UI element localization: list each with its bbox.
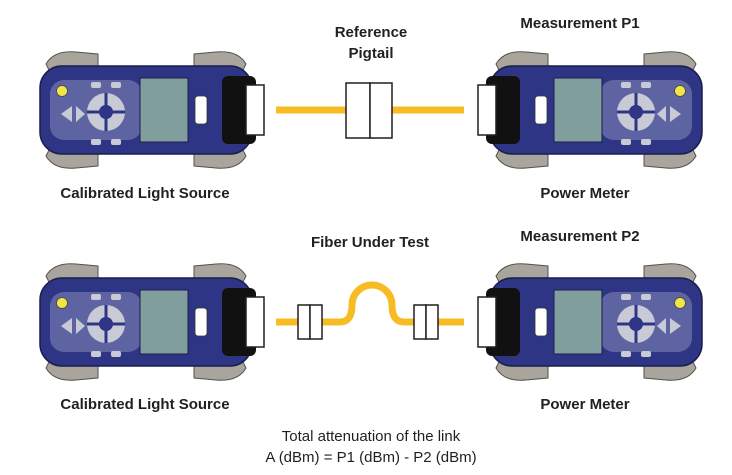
power-meter-bottom <box>476 262 704 382</box>
fiber-connector-right <box>413 304 439 340</box>
power-meter-top <box>476 50 704 170</box>
reference-pigtail-label-line1: Reference <box>334 24 408 41</box>
light-source-top <box>38 50 266 170</box>
power-meter-top-label: Power Meter <box>540 185 630 202</box>
pigtail-adapter <box>345 82 393 139</box>
formula-line2: A (dBm) = P1 (dBm) - P2 (dBm) <box>265 449 477 466</box>
measurement-p1-label: Measurement P1 <box>520 15 640 32</box>
light-source-top-label: Calibrated Light Source <box>60 185 230 202</box>
light-source-bottom <box>38 262 266 382</box>
power-meter-bottom-label: Power Meter <box>540 396 630 413</box>
fiber-under-test-label: Fiber Under Test <box>310 234 430 251</box>
reference-pigtail-label-line2: Pigtail <box>348 45 394 62</box>
fiber-connector-left <box>297 304 323 340</box>
fiber-under-test <box>276 281 464 326</box>
measurement-p2-label: Measurement P2 <box>520 228 640 245</box>
formula-line1: Total attenuation of the link <box>281 428 461 445</box>
light-source-bottom-label: Calibrated Light Source <box>60 396 230 413</box>
